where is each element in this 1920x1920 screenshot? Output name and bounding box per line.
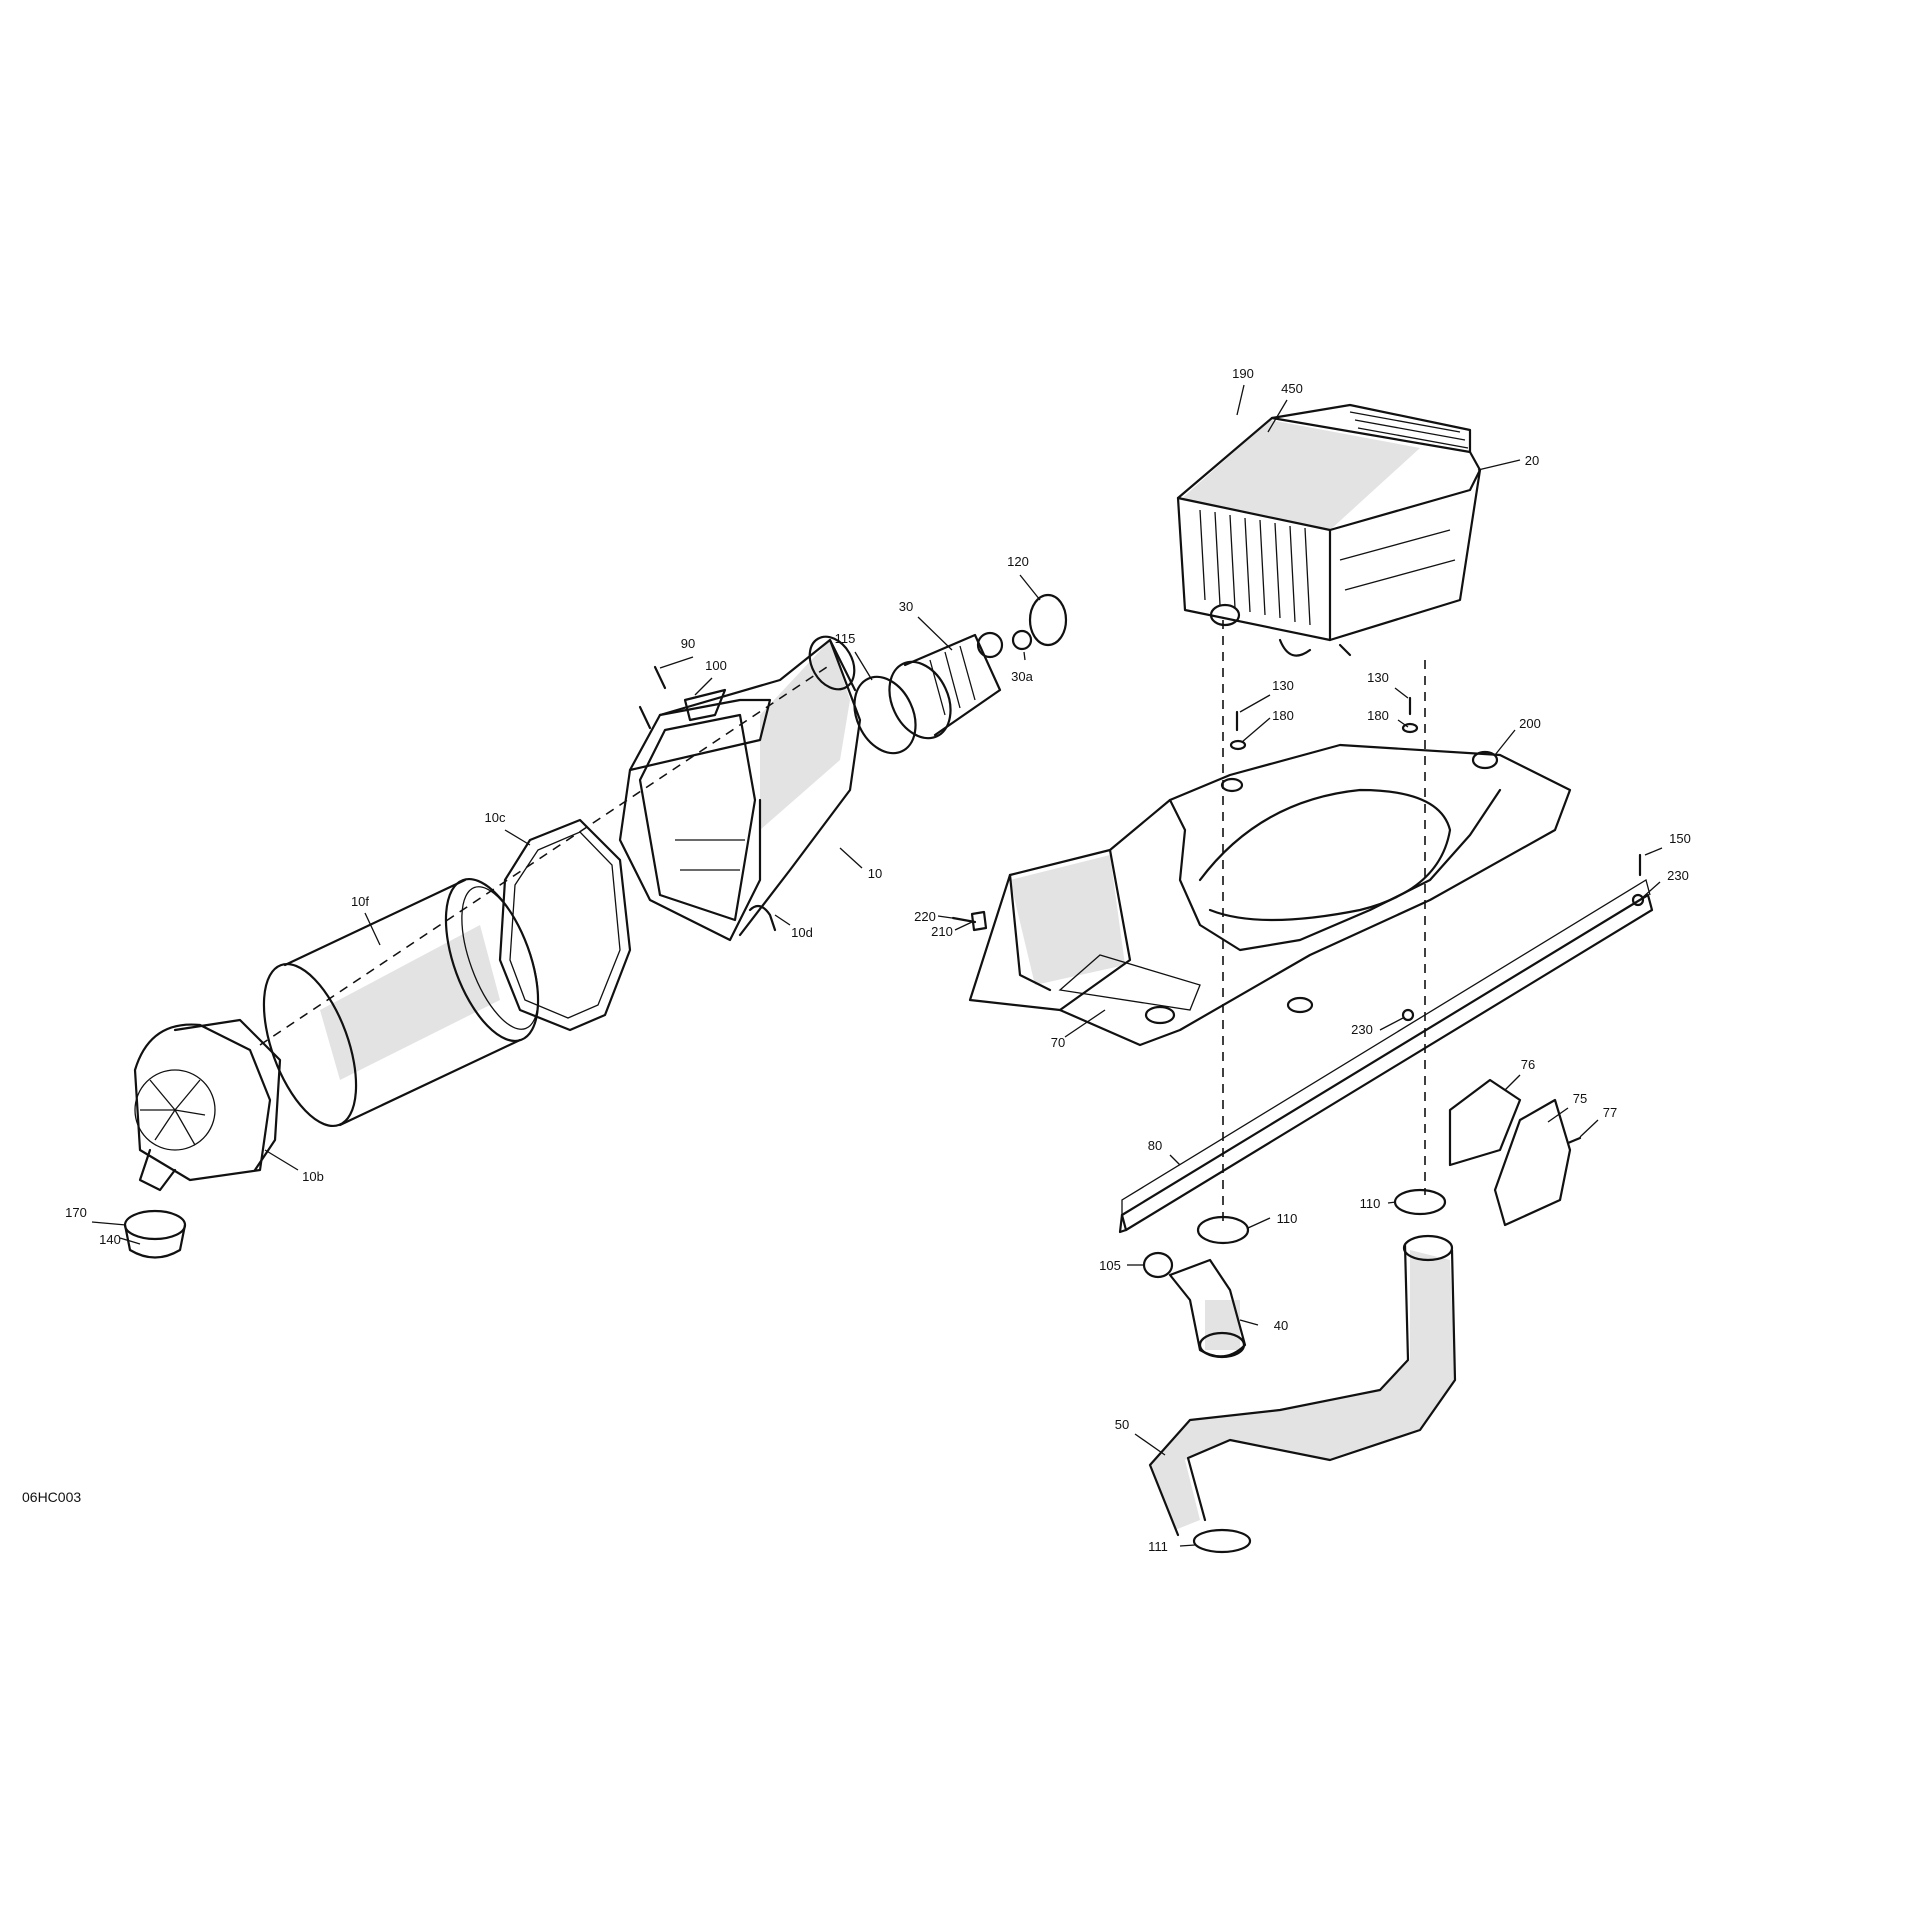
bolt-part-90: [638, 665, 667, 730]
callout-30a[interactable]: 30a: [1011, 669, 1033, 684]
callout-70[interactable]: 70: [1051, 1035, 1065, 1050]
callout-230-a[interactable]: 230: [1667, 868, 1689, 883]
intercooler-part-20: [1176, 403, 1482, 657]
drawing-code: 06HC003: [22, 1489, 81, 1505]
callout-120[interactable]: 120: [1007, 554, 1029, 569]
callout-77[interactable]: 77: [1603, 1105, 1617, 1120]
crossbar-part-80: [1118, 878, 1654, 1234]
alignment-axes: [259, 620, 1426, 1225]
callout-180-a[interactable]: 180: [1272, 708, 1294, 723]
callout-10d[interactable]: 10d: [791, 925, 813, 940]
clamp-part-105: [1142, 1251, 1174, 1279]
clip-part-10d: [748, 904, 777, 932]
callout-labels: 190 450 20 120 30 30a 115 90 100 10c 10 …: [65, 366, 1691, 1554]
callout-10[interactable]: 10: [868, 866, 882, 881]
screw-part-77: [1566, 1136, 1582, 1145]
clamp-part-120: [1028, 593, 1068, 647]
callout-115[interactable]: 115: [835, 631, 856, 646]
callout-190[interactable]: 190: [1232, 366, 1254, 381]
callout-130-a[interactable]: 130: [1272, 678, 1294, 693]
bolt-part-220: [951, 916, 977, 924]
callout-80[interactable]: 80: [1148, 1138, 1162, 1153]
callout-170[interactable]: 170: [65, 1205, 87, 1220]
callout-76[interactable]: 76: [1521, 1057, 1535, 1072]
callout-10c[interactable]: 10c: [485, 810, 506, 825]
callout-111[interactable]: 111: [1148, 1539, 1168, 1554]
seal-ring-part-10c: [498, 818, 632, 1032]
bracket-part-100: [683, 688, 727, 722]
washer-part-180-a: [1229, 739, 1247, 751]
bracket-part-75: [1493, 1098, 1572, 1227]
clamp-part-115: [853, 675, 917, 755]
callout-30[interactable]: 30: [899, 599, 913, 614]
callout-10b[interactable]: 10b: [302, 1169, 324, 1184]
nut-part-230-b: [1401, 1008, 1415, 1022]
clamp-part-110-b: [1393, 1188, 1447, 1216]
callout-90[interactable]: 90: [681, 636, 695, 651]
duct-part-40: [1168, 1258, 1247, 1359]
callout-450[interactable]: 450: [1281, 381, 1303, 396]
callout-150[interactable]: 150: [1669, 831, 1691, 846]
airbox-cover-part-10b: [133, 1018, 282, 1192]
callout-180-b[interactable]: 180: [1367, 708, 1389, 723]
callout-105[interactable]: 105: [1099, 1258, 1121, 1273]
callout-230-b[interactable]: 230: [1351, 1022, 1373, 1037]
clamp-part-111: [1192, 1528, 1252, 1554]
boot-part-30: [888, 631, 1004, 740]
callout-50[interactable]: 50: [1115, 1417, 1129, 1432]
callout-210[interactable]: 210: [931, 924, 953, 939]
grommet-part-200: [1471, 750, 1499, 770]
callout-220[interactable]: 220: [914, 909, 936, 924]
callout-10f[interactable]: 10f: [351, 894, 369, 909]
nut-part-230-a: [1631, 893, 1645, 907]
airbox-part-10: [618, 635, 862, 942]
bracket-part-76: [1448, 1078, 1522, 1167]
callout-110-b[interactable]: 110: [1360, 1196, 1381, 1211]
callout-140[interactable]: 140: [99, 1232, 121, 1247]
callout-75[interactable]: 75: [1573, 1091, 1587, 1106]
callout-leaders: [91, 384, 1663, 1547]
filter-element-part-10f: [262, 877, 540, 1128]
callout-20[interactable]: 20: [1525, 453, 1539, 468]
callout-110-a[interactable]: 110: [1277, 1211, 1298, 1226]
callout-40[interactable]: 40: [1274, 1318, 1288, 1333]
clamp-part-140: [123, 1209, 187, 1259]
callout-130-b[interactable]: 130: [1367, 670, 1389, 685]
callout-100[interactable]: 100: [705, 658, 727, 673]
callout-200[interactable]: 200: [1519, 716, 1541, 731]
nut-part-30a: [1011, 629, 1033, 651]
clip-part-210: [970, 910, 988, 932]
hose-part-50: [1148, 1234, 1457, 1537]
washer-part-180-b: [1401, 722, 1419, 734]
tray-part-70: [968, 743, 1572, 1047]
